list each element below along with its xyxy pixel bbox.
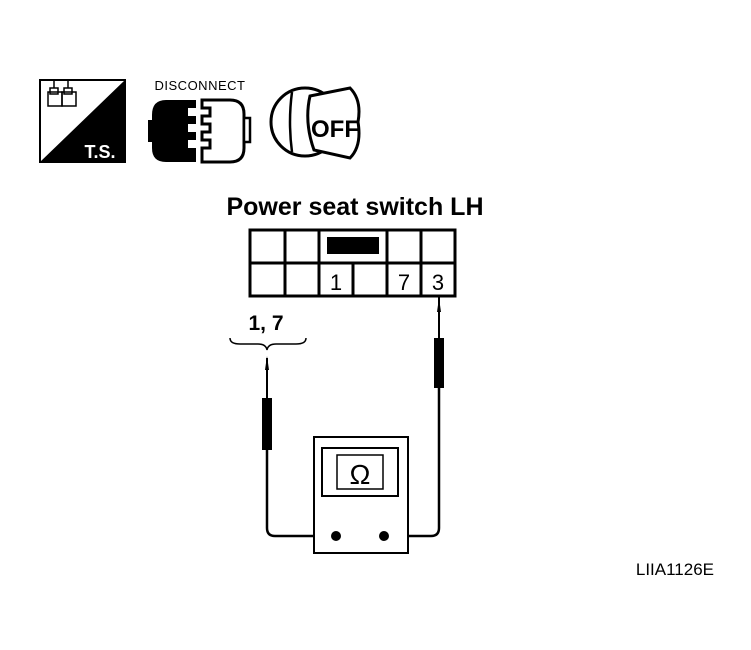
right-probe-handle (434, 338, 444, 388)
terminal-label: 3 (432, 270, 444, 295)
ts-icon: T.S. (39, 79, 126, 163)
right-probe-lead (384, 388, 441, 538)
figure-code: LIIA1126E (636, 560, 714, 579)
right-test-probe (384, 296, 444, 538)
left-probe-handle (262, 398, 272, 450)
connector-face (248, 228, 457, 298)
terminal-label: 1 (330, 270, 342, 295)
ignition-off-label: OFF (311, 116, 359, 143)
ts-icon-diagonal (40, 80, 125, 162)
probe-brace (229, 337, 307, 351)
ohmmeter-jack-left (331, 531, 341, 541)
disconnect-icon-label: DISCONNECT (155, 78, 246, 93)
ts-connector-sketch-icon (47, 80, 77, 107)
ohmmeter-symbol-box (336, 454, 384, 490)
connector-lock-tab (327, 237, 379, 254)
connector-left-half-icon (152, 100, 196, 162)
ohmmeter: Ω (313, 436, 409, 554)
left-test-probe (262, 356, 336, 538)
disconnect-icon: DISCONNECT (148, 78, 252, 164)
ohm-symbol: Ω (350, 459, 371, 490)
connector-right-half-icon (200, 98, 246, 164)
terminal-label: 7 (398, 270, 410, 295)
probe-left-label: 1, 7 (248, 312, 283, 335)
ohmmeter-jack-right (379, 531, 389, 541)
left-probe-lead (265, 450, 336, 538)
ignition-off-icon: OFF (269, 86, 361, 160)
ts-icon-label: T.S. (84, 142, 115, 162)
key-head-icon (306, 86, 361, 160)
connector-title: Power seat switch LH (226, 193, 483, 221)
